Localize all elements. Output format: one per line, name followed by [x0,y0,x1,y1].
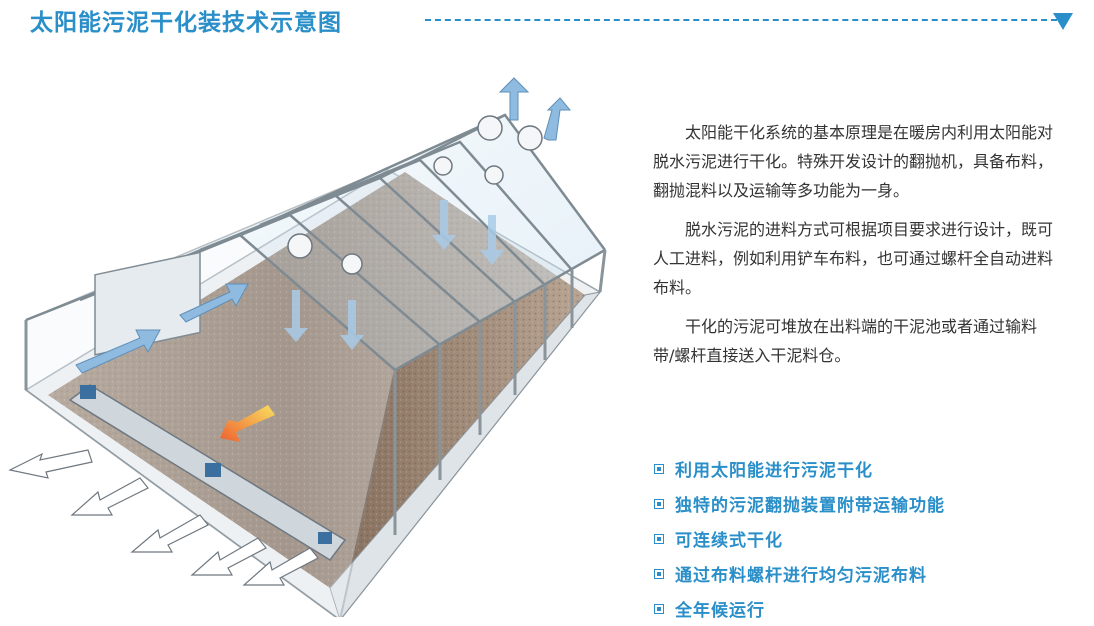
feature-item: 可连续式干化 [654,521,945,556]
feature-label: 利用太阳能进行污泥干化 [675,461,873,481]
square-bullet-icon [654,568,664,579]
inlet-air-arrows [75,283,249,374]
feature-label: 可连续式干化 [675,531,783,551]
feature-item: 通过布料螺杆进行均匀污泥布料 [654,556,945,591]
feature-label: 独特的污泥翻抛装置附带运输功能 [675,496,945,516]
title-dashed-divider [425,19,1057,21]
description-paragraph-1: 太阳能干化系统的基本原理是在暖房内利用太阳能对脱水污泥进行干化。特殊开发设计的翻… [653,123,1054,200]
square-bullet-icon [654,498,664,509]
square-bullet-icon [654,463,664,474]
description-block: 太阳能干化系统的基本原理是在暖房内利用太阳能对脱水污泥进行干化。特殊开发设计的翻… [653,118,1058,380]
ceiling-fans [287,115,543,275]
triangle-down-icon [1053,13,1073,30]
outlet-arrows [8,449,319,586]
square-bullet-icon [654,603,664,614]
feature-label: 通过布料螺杆进行均匀污泥布料 [675,566,927,586]
square-bullet-icon [654,533,664,544]
downflow-arrows [284,200,504,350]
greenhouse-illustration [8,77,607,617]
feature-item: 独特的污泥翻抛装置附带运输功能 [654,486,945,521]
exhaust-arrows [498,77,572,141]
page-title: 太阳能污泥干化装技术示意图 [30,10,342,36]
description-paragraph-3: 干化的污泥可堆放在出料端的干泥池或者通过输料带/螺杆直接送入干泥料仓。 [653,317,1038,365]
feature-item: 利用太阳能进行污泥干化 [654,451,945,486]
feature-item: 全年候运行 [654,591,945,626]
side-posts [24,249,607,535]
hot-air-arrow [220,405,275,442]
feature-label: 全年候运行 [675,601,765,621]
feature-list: 利用太阳能进行污泥干化 独特的污泥翻抛装置附带运输功能 可连续式干化 通过布料螺… [654,451,945,626]
description-paragraph-2: 脱水污泥的进料方式可根据项目要求进行设计，既可人工进料，例如利用铲车布料，也可通… [653,220,1054,297]
roof-trusses [25,113,607,372]
turning-machine [68,384,347,561]
